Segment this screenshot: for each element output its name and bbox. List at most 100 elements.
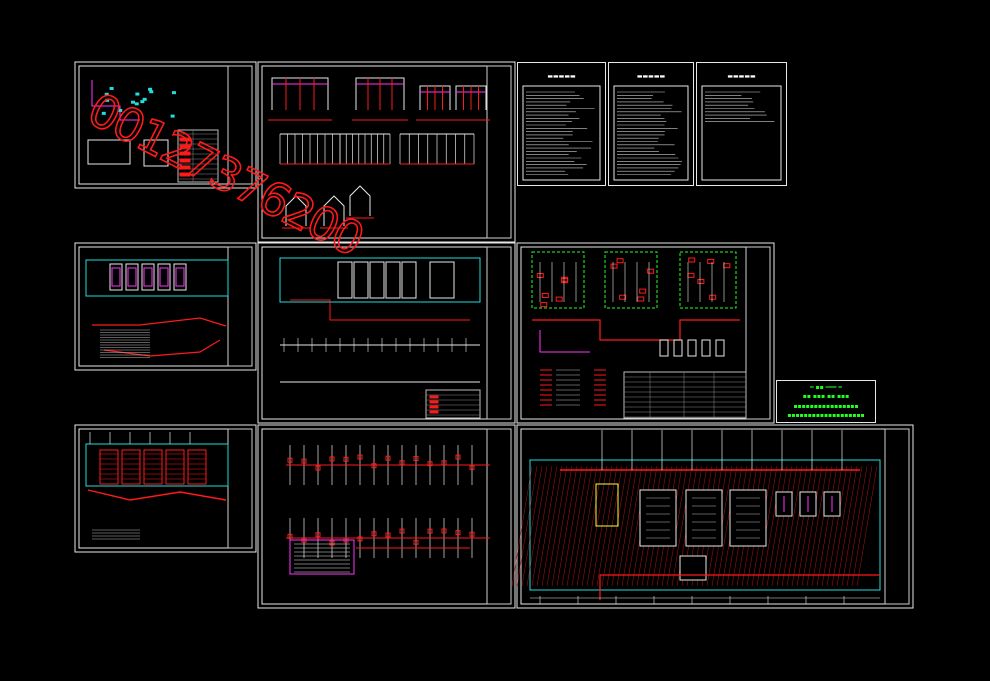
- notes-sheet-2[interactable]: ▬▬▬▬▬: [608, 62, 694, 186]
- notes-inner-border: [701, 85, 782, 181]
- breaker-symbol: [637, 296, 645, 302]
- hatch-line: [811, 465, 833, 587]
- cabinet: [187, 449, 207, 485]
- table-cell-mark: [179, 144, 191, 149]
- hatch-line: [571, 465, 593, 587]
- table-cell-mark: [429, 395, 439, 399]
- table-cell-mark: [179, 137, 191, 142]
- hatch-line: [781, 465, 803, 587]
- detail-mark: [105, 98, 110, 102]
- circuit-device: [427, 461, 433, 467]
- control-line: [539, 330, 590, 353]
- breaker-symbol: [619, 294, 627, 300]
- cable-route: [92, 317, 227, 327]
- legend-box[interactable]: ═ ▪▪ ═══ ═ ▪▪ ▪▪▪ ▪▪ ▪▪▪ ▪▪▪▪▪▪▪▪▪▪▪▪▪▪▪…: [776, 380, 876, 423]
- hatch-line: [546, 465, 568, 587]
- drawing-sheet-5[interactable]: [516, 242, 775, 424]
- room-outline: [85, 259, 229, 297]
- breaker-symbol: [723, 263, 731, 269]
- hatch-line: [581, 465, 603, 587]
- drawing-sheet-6[interactable]: [74, 424, 257, 553]
- breaker-symbol: [541, 292, 549, 298]
- notes-sheet-1[interactable]: ▬▬▬▬▬: [517, 62, 606, 186]
- notes-inner-border: [522, 85, 601, 181]
- title-block: [227, 428, 253, 549]
- hatch-line: [821, 465, 843, 587]
- title-block: [884, 428, 910, 605]
- detail-mark: [134, 102, 139, 106]
- drawing-sheet-2[interactable]: [257, 61, 516, 243]
- detail-mark: [109, 87, 114, 91]
- feeder-line: [532, 319, 740, 341]
- drawing-sheet-4[interactable]: [257, 242, 516, 424]
- equipment-outline: [87, 139, 131, 165]
- circuit-device: [413, 456, 419, 462]
- cabinet: [385, 261, 401, 299]
- notes-sheet-3[interactable]: ▬▬▬▬▬: [696, 62, 787, 186]
- cabinet: [157, 263, 171, 291]
- cabinet: [369, 261, 385, 299]
- hatch-line: [766, 465, 788, 587]
- cabinet: [143, 449, 163, 485]
- hatch-line: [666, 465, 688, 587]
- detail-mark: [170, 114, 175, 118]
- cabinet: [165, 449, 185, 485]
- breaker-symbol: [709, 294, 717, 300]
- circuit-device: [287, 457, 293, 463]
- detail-mark: [118, 108, 123, 112]
- switch-box: [595, 483, 619, 527]
- legend-line-4: ▪▪▪▪▪▪▪▪▪▪▪▪▪▪▪▪▪▪▪: [787, 412, 865, 419]
- hatch-line: [801, 465, 823, 587]
- table-cell-mark: [179, 172, 191, 177]
- table-cell-mark: [429, 400, 439, 404]
- circuit-device: [371, 531, 377, 537]
- tower-outline: [285, 195, 307, 226]
- legend-line-2: ▪▪ ▪▪▪ ▪▪ ▪▪▪: [802, 393, 850, 400]
- hatch-line: [566, 465, 588, 587]
- cable-route: [290, 299, 470, 321]
- breaker-symbol: [610, 263, 618, 269]
- cabinet: [109, 263, 123, 291]
- hatch-line: [786, 465, 808, 587]
- cabinet: [141, 263, 155, 291]
- circuit-device: [455, 454, 461, 460]
- breaker-symbol: [639, 288, 647, 294]
- hatch-line: [771, 465, 793, 587]
- equipment-outline: [143, 139, 169, 167]
- hatch-line: [831, 465, 853, 587]
- circuit-device: [371, 463, 377, 469]
- hatch-line: [756, 465, 778, 587]
- circuit-device: [469, 531, 475, 537]
- cable-route: [103, 339, 221, 357]
- panel-outline: [289, 539, 355, 575]
- circuit-device: [469, 465, 475, 471]
- hatch-line: [616, 465, 638, 587]
- building-outline: [529, 459, 881, 591]
- circuit-device: [385, 532, 391, 538]
- terminal-block: [687, 339, 697, 357]
- table-cell-mark: [179, 165, 191, 170]
- hatch-line: [576, 465, 598, 587]
- drawing-sheet-7[interactable]: [257, 424, 516, 609]
- breaker-symbol: [687, 272, 695, 278]
- room-outline: [279, 257, 481, 303]
- breaker-symbol: [707, 258, 715, 264]
- drawing-sheet-3[interactable]: [74, 242, 257, 371]
- table-cell-mark: [429, 405, 439, 409]
- title-block: [486, 428, 512, 605]
- title-block: [745, 246, 771, 420]
- terminal-block: [659, 339, 669, 357]
- terminal-block: [673, 339, 683, 357]
- hatch-line: [531, 465, 553, 587]
- detail-mark: [171, 91, 176, 95]
- hatch-line: [556, 465, 578, 587]
- breaker-symbol: [561, 276, 569, 282]
- cable-tray: [87, 489, 227, 501]
- circuit-device: [385, 455, 391, 461]
- sheet-inner-border: [261, 428, 512, 605]
- cabinet: [173, 263, 187, 291]
- hatch-line: [541, 465, 563, 587]
- drawing-sheet-8[interactable]: [516, 424, 914, 609]
- drawing-sheet-1[interactable]: [74, 61, 257, 189]
